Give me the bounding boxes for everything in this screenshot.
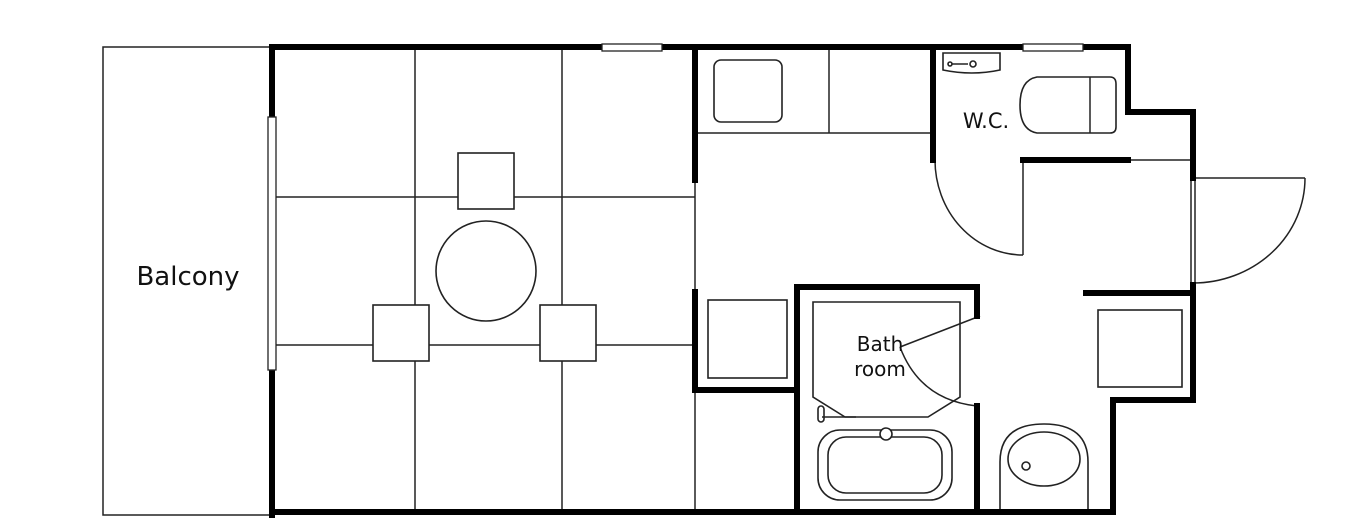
chair [372, 304, 430, 362]
chair [457, 152, 515, 210]
wc: W.C. [934, 52, 1193, 256]
closet-right [1097, 309, 1183, 388]
washbasin [999, 423, 1089, 512]
wc-label: W.C. [963, 109, 1009, 133]
closet-left [707, 299, 788, 379]
window-balcony [267, 116, 277, 371]
wc-door-swing [934, 159, 1024, 256]
windows [267, 43, 1084, 371]
toilet [1019, 76, 1117, 134]
dining-set [372, 152, 597, 362]
bathroom-label-line2: room [854, 357, 906, 381]
bathroom-label-line1: Bath [857, 332, 904, 356]
chair [539, 304, 597, 362]
entrance-door[interactable] [1190, 177, 1306, 286]
round-table [435, 220, 537, 322]
bathroom-door[interactable] [899, 315, 981, 348]
window-top-wc [1022, 43, 1084, 52]
kitchen [694, 47, 933, 512]
balcony-label: Balcony [136, 262, 239, 292]
sink [713, 59, 783, 123]
balcony: Balcony [102, 46, 273, 516]
bathroom-door-swing [899, 346, 978, 407]
window-top-left [601, 43, 663, 52]
bathroom: Bath room [812, 301, 981, 501]
shower-area [812, 301, 961, 418]
